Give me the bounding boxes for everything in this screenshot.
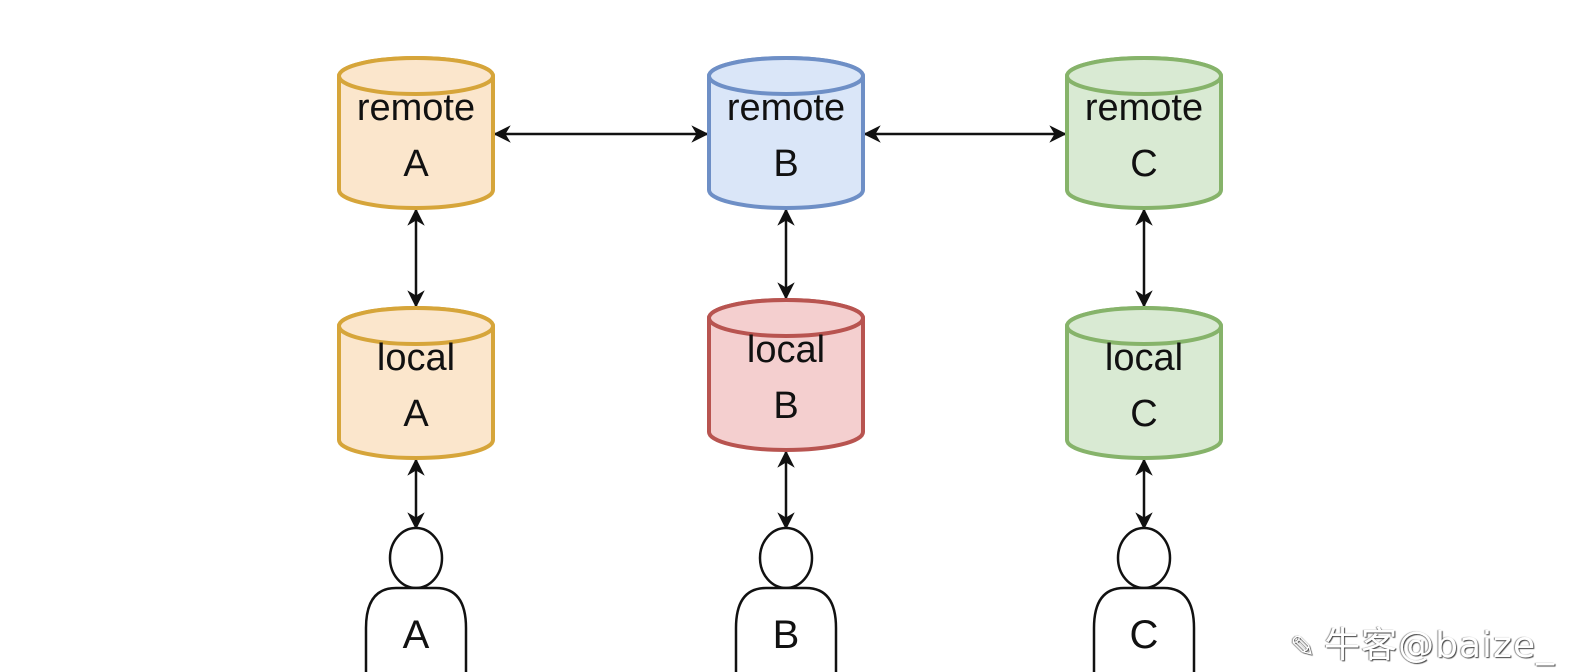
person-label: C [1130, 613, 1159, 657]
database-label-line1: local [377, 337, 455, 379]
cylinder-top [1065, 306, 1223, 346]
database-label-line2: B [773, 385, 798, 427]
person-head-icon [1116, 526, 1172, 590]
database-label-line1: local [747, 329, 825, 371]
person-userA: A [364, 526, 468, 672]
person-body-icon [364, 586, 468, 672]
people-layer: A B C [364, 526, 1196, 672]
watermark: ✎牛客@baize_ [1290, 616, 1555, 668]
person-label: A [403, 613, 430, 657]
person-body-icon [734, 586, 838, 672]
database-label-line1: local [1105, 337, 1183, 379]
cylinder-top [337, 56, 495, 96]
niuke-logo-icon: ✎ [1290, 630, 1317, 665]
connections-layer [407, 125, 1153, 530]
database-label-line1: remote [1085, 87, 1203, 129]
database-label-line1: remote [357, 87, 475, 129]
cylinder-top [1065, 56, 1223, 96]
database-label-line2: C [1130, 143, 1157, 185]
cylinder-top [707, 56, 865, 96]
person-head-icon [388, 526, 444, 590]
database-label-line2: A [403, 393, 429, 435]
person-head-icon [758, 526, 814, 590]
cylinder-top [707, 298, 865, 338]
person-body-icon [1092, 586, 1196, 672]
database-label-line2: C [1130, 393, 1157, 435]
watermark-text: 牛客@baize_ [1324, 625, 1556, 666]
database-label-line1: remote [727, 87, 845, 129]
person-userC: C [1092, 526, 1196, 672]
person-label: B [773, 613, 800, 657]
person-userB: B [734, 526, 838, 672]
database-label-line2: A [403, 143, 429, 185]
cylinder-top [337, 306, 495, 346]
database-label-line2: B [773, 143, 798, 185]
